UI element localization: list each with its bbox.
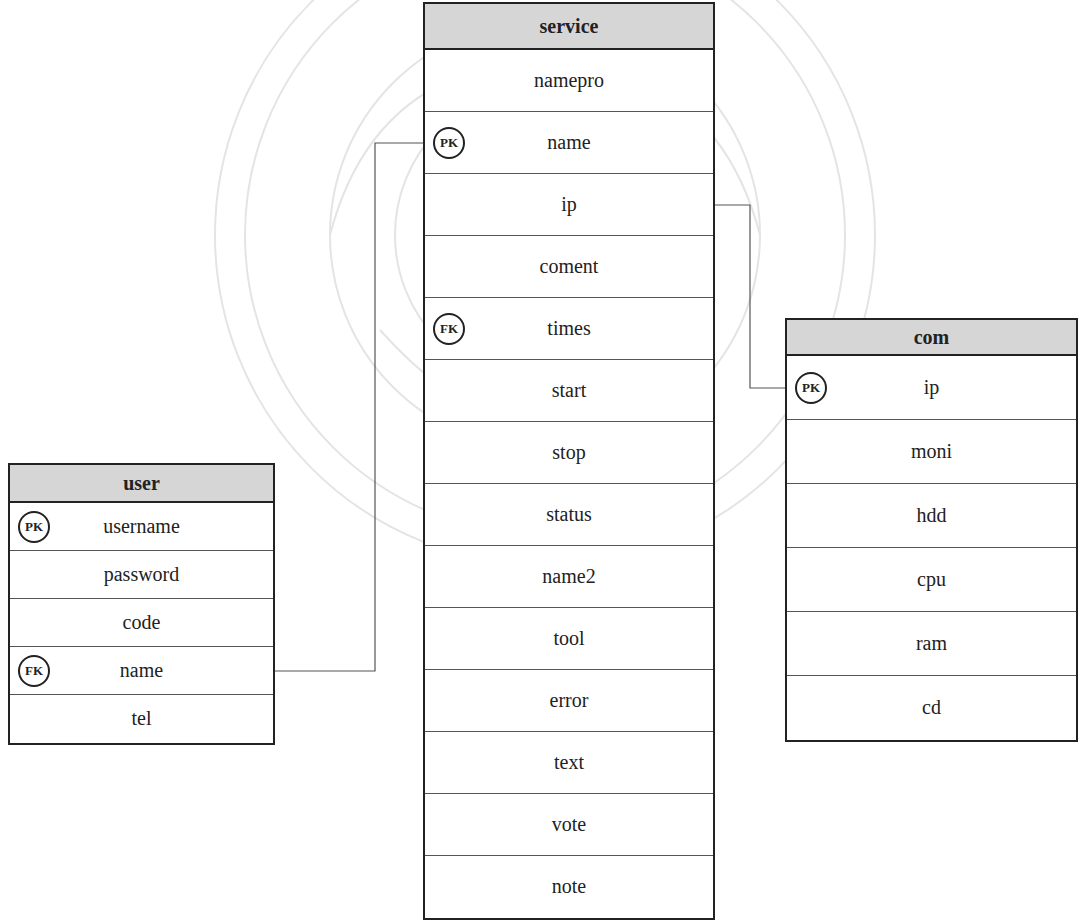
table-row: vote: [425, 794, 713, 856]
table-row: password: [10, 551, 273, 599]
field-name: ram: [916, 632, 947, 654]
table-row: note: [425, 856, 713, 918]
table-name: user: [123, 472, 160, 494]
table-name: com: [914, 326, 950, 348]
field-name: name: [120, 659, 163, 681]
field-name: moni: [911, 440, 952, 462]
table-name: service: [540, 15, 599, 37]
table-row: times: [425, 298, 713, 360]
relationship-line: [715, 205, 785, 388]
table-row: cpu: [787, 548, 1076, 612]
table-row: tel: [10, 695, 273, 743]
key-badge: FK: [18, 655, 50, 687]
key-label: FK: [25, 663, 43, 679]
table-row: coment: [425, 236, 713, 298]
table-row: name2: [425, 546, 713, 608]
field-name: tel: [132, 707, 152, 729]
field-name: start: [552, 379, 586, 401]
field-name: name2: [542, 565, 595, 587]
field-name: cpu: [917, 568, 946, 590]
field-name: text: [554, 751, 584, 773]
field-name: note: [552, 875, 586, 897]
table-row: hdd: [787, 484, 1076, 548]
table-row: error: [425, 670, 713, 732]
table-row: start: [425, 360, 713, 422]
table-row: tool: [425, 608, 713, 670]
field-name: error: [550, 689, 589, 711]
field-name: hdd: [917, 504, 947, 526]
table-row: status: [425, 484, 713, 546]
entity-table: com ip moni hdd cpu ram cd PK: [785, 318, 1078, 742]
entity-table: user username password code name tel PK FK: [8, 463, 275, 745]
key-badge: PK: [795, 372, 827, 404]
field-name: stop: [552, 441, 585, 463]
key-badge: FK: [433, 313, 465, 345]
table-row: ip: [787, 356, 1076, 420]
field-name: username: [103, 515, 180, 537]
field-name: tool: [553, 627, 584, 649]
key-badge: PK: [18, 511, 50, 543]
field-name: name: [547, 131, 590, 153]
field-name: status: [546, 503, 592, 525]
table-row: ip: [425, 174, 713, 236]
field-name: cd: [922, 696, 941, 718]
table-row: code: [10, 599, 273, 647]
table-row: stop: [425, 422, 713, 484]
key-label: PK: [25, 519, 43, 535]
key-label: FK: [440, 321, 458, 337]
table-header: service: [425, 4, 713, 50]
table-header: user: [10, 465, 273, 503]
field-name: coment: [540, 255, 599, 277]
relationship-line: [275, 143, 423, 671]
field-name: times: [547, 317, 590, 339]
table-row: ram: [787, 612, 1076, 676]
table-row: name: [425, 112, 713, 174]
field-name: ip: [924, 376, 940, 398]
table-row: cd: [787, 676, 1076, 740]
field-name: ip: [561, 193, 577, 215]
key-badge: PK: [433, 127, 465, 159]
entity-table: service namepro name ip coment times start stop…: [423, 2, 715, 920]
table-row: text: [425, 732, 713, 794]
field-name: namepro: [534, 69, 604, 91]
key-label: PK: [440, 135, 458, 151]
field-name: password: [104, 563, 180, 585]
field-name: vote: [552, 813, 586, 835]
key-label: PK: [802, 380, 820, 396]
table-row: moni: [787, 420, 1076, 484]
table-header: com: [787, 320, 1076, 356]
table-row: namepro: [425, 50, 713, 112]
field-name: code: [123, 611, 161, 633]
